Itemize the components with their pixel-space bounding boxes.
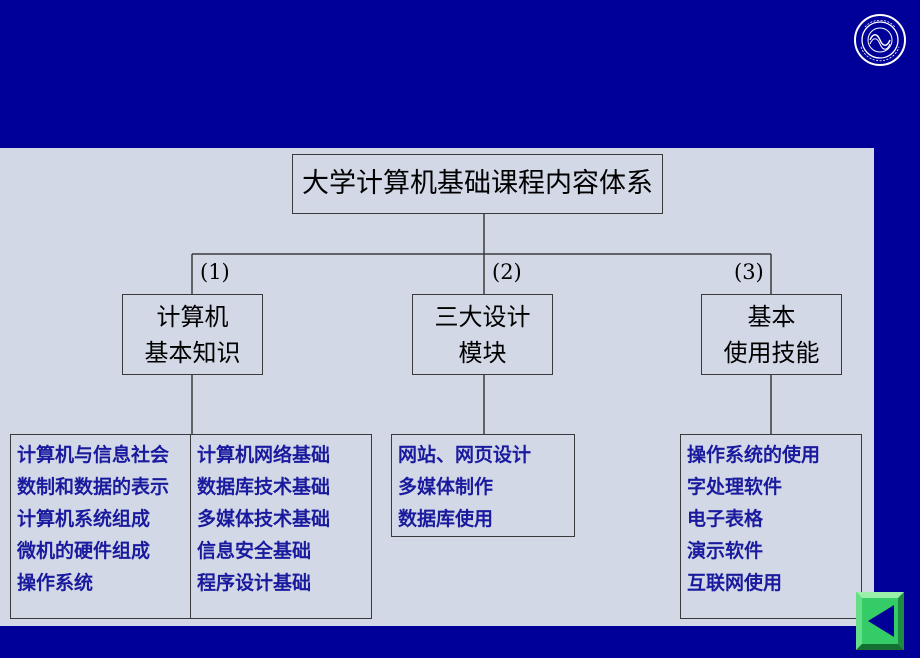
university-seal-icon <box>854 14 906 66</box>
branch-node-computer-basics: 计算机 基本知识 <box>122 294 263 375</box>
root-title: 大学计算机基础课程内容体系 <box>302 168 653 199</box>
leaf-item: 数据库使用 <box>398 508 494 530</box>
branch-title-line: 三大设计 <box>434 303 531 331</box>
leaf-item: 微机的硬件组成 <box>17 540 151 562</box>
leaf-item: 计算机与信息社会 <box>17 444 170 466</box>
leaf-item: 多媒体制作 <box>398 476 494 498</box>
branch-node-basic-skills: 基本 使用技能 <box>701 294 842 375</box>
branch-title-line: 计算机 <box>156 303 229 331</box>
leaf-item: 操作系统 <box>17 572 94 594</box>
leaf-list-knowledge-b: 计算机网络基础 数据库技术基础 多媒体技术基础 信息安全基础 程序设计基础 <box>190 434 372 619</box>
leaf-list-design: 网站、网页设计 多媒体制作 数据库使用 <box>391 434 575 537</box>
leaf-item: 程序设计基础 <box>197 572 312 594</box>
leaf-item: 电子表格 <box>687 508 764 530</box>
leaf-item: 计算机网络基础 <box>197 444 331 466</box>
branch-number-1: (1) <box>200 260 230 284</box>
content-diagram-panel: 大学计算机基础课程内容体系 (1) (2) (3) 计算机 基本知识 三大设计 … <box>0 148 874 626</box>
branch-title-line: 使用技能 <box>723 339 820 367</box>
leaf-item: 字处理软件 <box>687 476 783 498</box>
branch-number-2: (2) <box>492 260 522 284</box>
root-node: 大学计算机基础课程内容体系 <box>292 154 663 214</box>
leaf-list-skills: 操作系统的使用 字处理软件 电子表格 演示软件 互联网使用 <box>680 434 862 619</box>
branch-title-line: 基本知识 <box>144 339 241 367</box>
leaf-item: 信息安全基础 <box>197 540 312 562</box>
leaf-item: 计算机系统组成 <box>17 508 151 530</box>
leaf-item: 操作系统的使用 <box>687 444 821 466</box>
leaf-item: 演示软件 <box>687 540 764 562</box>
branch-number-3: (3) <box>734 260 764 284</box>
leaf-item: 网站、网页设计 <box>398 444 532 466</box>
leaf-item: 多媒体技术基础 <box>197 508 331 530</box>
leaf-item: 数制和数据的表示 <box>17 476 170 498</box>
branch-node-design-modules: 三大设计 模块 <box>412 294 553 375</box>
leaf-list-knowledge-a: 计算机与信息社会 数制和数据的表示 计算机系统组成 微机的硬件组成 操作系统 <box>10 434 192 619</box>
branch-title-line: 基本 <box>747 303 796 331</box>
leaf-item: 数据库技术基础 <box>197 476 331 498</box>
back-triangle-icon[interactable] <box>856 592 904 650</box>
connector-lines <box>191 214 772 434</box>
branch-title-line: 模块 <box>458 339 507 367</box>
leaf-item: 互联网使用 <box>687 572 783 594</box>
